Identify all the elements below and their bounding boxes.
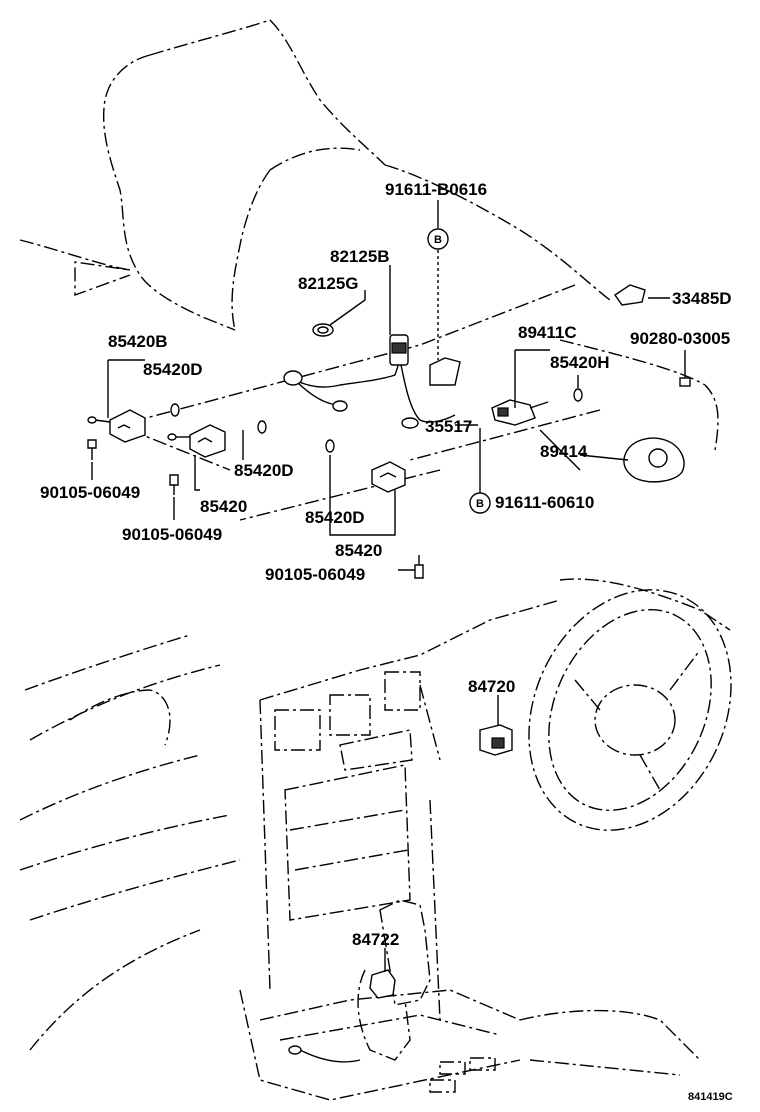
connector-82125b [389, 334, 409, 366]
reference-code: 841419C [688, 1091, 733, 1103]
washer-85420d [170, 388, 583, 453]
circle-b-marker-bottom: B [469, 492, 491, 514]
label-90105-06049-a: 90105-06049 [40, 483, 140, 502]
body-outline [19, 19, 719, 521]
label-89411c: 89411C [518, 323, 577, 342]
label-82125g: 82125G [298, 274, 359, 293]
clip-33485d [614, 284, 646, 306]
switch-84720 [479, 695, 513, 756]
label-85420d-c: 85420D [305, 508, 365, 527]
label-90280-03005: 90280-03005 [630, 329, 730, 348]
label-85420-a: 85420 [200, 497, 247, 516]
label-91611-b0616: 91611-B0616 [385, 180, 487, 199]
sensor-85420-lower [371, 461, 406, 493]
dashboard-outline [19, 578, 731, 1051]
sensor-89411c [491, 399, 549, 426]
sensor-85420-mid [167, 424, 226, 458]
label-82125b: 82125B [330, 247, 390, 266]
wiring-harness [283, 359, 456, 429]
bolt-90105-06049 [87, 439, 424, 579]
label-85420d-b: 85420D [234, 461, 294, 480]
steering-wheel [528, 589, 732, 831]
label-85420d-a: 85420D [143, 360, 203, 379]
console-shifter [239, 899, 701, 1101]
label-85420b: 85420B [108, 332, 168, 351]
label-90105-06049-c: 90105-06049 [265, 565, 365, 584]
label-35517: 35517 [425, 417, 472, 436]
label-91611-60610: 91611-60610 [495, 493, 594, 512]
label-85420h: 85420H [550, 353, 610, 372]
nut-90280-03005 [679, 377, 691, 387]
label-90105-06049-b: 90105-06049 [122, 525, 222, 544]
sensor-85420b [87, 409, 146, 443]
grommet-82125g [312, 323, 334, 337]
label-85420-b: 85420 [335, 541, 382, 560]
svg-text:B: B [434, 234, 442, 246]
label-89414: 89414 [540, 442, 588, 461]
label-84722: 84722 [352, 930, 399, 949]
label-84720: 84720 [468, 677, 515, 696]
part-labels: 91611-B0616 82125B 82125G 33485D 85420B … [40, 180, 733, 1103]
unit-89414 [623, 437, 685, 483]
label-33485d: 33485D [672, 289, 732, 308]
circle-b-marker-top: B [427, 228, 449, 250]
svg-text:B: B [476, 498, 484, 510]
leader-lines [91, 200, 686, 571]
bracket-35517 [429, 357, 461, 386]
